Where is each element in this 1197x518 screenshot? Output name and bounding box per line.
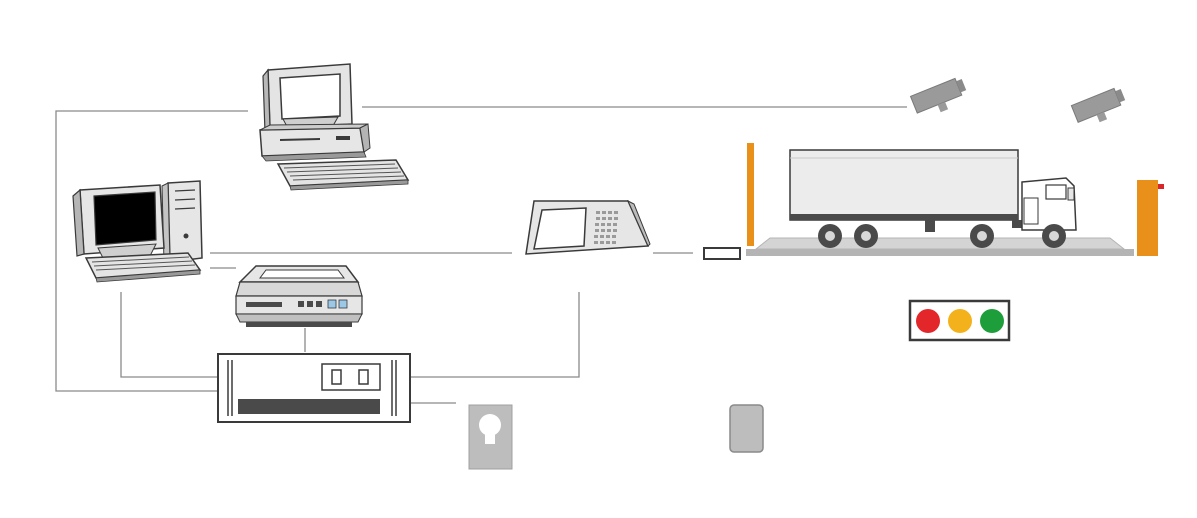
cctv-camera-icon: [1070, 87, 1126, 123]
printer-icon: [235, 265, 363, 327]
barrier-gate-icon: [1137, 180, 1164, 256]
traffic-light-green: [980, 309, 1004, 333]
card-reader: [468, 404, 513, 470]
traffic-light-yellow: [948, 309, 972, 333]
junction-box-icon: [703, 247, 741, 260]
card-reader-icon: [468, 404, 513, 470]
rfid-card: [729, 404, 764, 453]
camera-2: [1070, 87, 1126, 123]
truck: [789, 149, 1077, 248]
workstation-to-control-line: [120, 292, 218, 378]
weighing-terminal: [525, 199, 651, 255]
cctv-camera-icon: [909, 77, 967, 114]
camera-1: [909, 77, 967, 114]
barrier-right: [1137, 180, 1164, 256]
server-to-control-line: [55, 110, 248, 392]
scale-platform: [746, 249, 1134, 256]
terminal-to-control-line: [410, 292, 580, 378]
barrier-gate-icon: [747, 143, 754, 246]
traffic-light-icon: [908, 299, 1011, 342]
tower-computer-icon: [72, 180, 203, 283]
printer: [235, 265, 363, 327]
traffic-light-red: [916, 309, 940, 333]
traffic-light: [908, 299, 1011, 342]
control-box-icon: [217, 353, 411, 423]
connection-lines: [55, 106, 907, 404]
junction-box: [703, 247, 741, 260]
control-unit: [217, 353, 411, 423]
rfid-card-icon: [729, 404, 764, 453]
server-computer: [259, 63, 410, 191]
barrier-left: [747, 143, 754, 246]
workstation-computer: [72, 180, 203, 283]
desktop-computer-icon: [259, 63, 410, 191]
truck-wheels: [818, 224, 1066, 248]
weighing-terminal-icon: [525, 199, 651, 255]
truck-icon: [789, 149, 1077, 248]
